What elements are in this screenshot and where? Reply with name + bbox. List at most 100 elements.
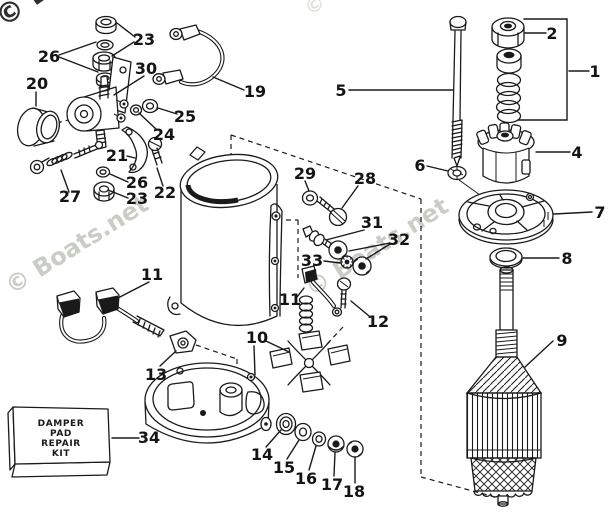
callout-26-top: 26	[38, 41, 99, 73]
callout-6-label: 6	[414, 156, 425, 175]
callout-25: 25	[157, 107, 196, 126]
callout-11-right-label: 11	[279, 290, 301, 309]
callout-23-top: 23	[111, 22, 155, 57]
callout-5-label: 5	[335, 81, 346, 100]
brush-holder	[169, 330, 197, 354]
callout-9: 9	[524, 331, 568, 368]
callout-25-label: 25	[174, 107, 196, 126]
callout-2-label: 2	[546, 24, 557, 43]
callout-23-bottom-label: 23	[126, 189, 148, 208]
callout-13-label: 13	[145, 365, 167, 384]
thru-bolt	[449, 15, 467, 167]
callout-32-label: 32	[388, 230, 410, 249]
callout-12: 12	[350, 300, 389, 331]
callout-27: 27	[59, 169, 81, 206]
callout-26-top-label: 26	[38, 47, 60, 66]
callout-20: 20	[26, 74, 48, 107]
callout-31: 31	[325, 213, 383, 241]
callout-18-label: 18	[343, 482, 365, 501]
callout-7: 7	[553, 203, 606, 222]
callout-7-label: 7	[594, 203, 605, 222]
callout-8-label: 8	[561, 249, 572, 268]
callout-17: 17	[321, 451, 343, 494]
callout-10-label: 10	[246, 328, 268, 347]
repair-kit-box: DAMPER PAD REPAIR KIT	[7, 406, 111, 478]
brush-set	[56, 287, 165, 344]
callout-21: 21	[106, 146, 136, 165]
kit-text-line3: REPAIR	[41, 439, 81, 449]
callout-29-label: 29	[294, 164, 316, 183]
brush-plate	[269, 330, 351, 393]
callout-33: 33	[301, 251, 341, 270]
callout-2: 2	[524, 24, 558, 43]
terminal-stud-spring	[29, 140, 104, 175]
callout-14: 14	[251, 429, 282, 464]
callout-22-label: 22	[154, 183, 176, 202]
callout-4-label: 4	[571, 143, 582, 162]
callout-15: 15	[273, 439, 300, 477]
armature	[465, 266, 543, 507]
callout-1: 1	[568, 62, 601, 81]
callout-32: 32	[348, 230, 410, 260]
drive-end-housing	[458, 189, 554, 245]
callouts: 1 2 4 5 6 7 8 9 10 11 11 12 13 14 15 16 …	[26, 22, 606, 501]
nut-spacer-spring	[491, 17, 568, 124]
callout-16-label: 16	[295, 469, 317, 488]
callout-28: 28	[341, 169, 376, 209]
brush-and-screw	[298, 265, 352, 333]
callout-12-label: 12	[367, 312, 389, 331]
thrust-washer	[489, 247, 523, 269]
callout-9-label: 9	[556, 331, 567, 350]
callout-1-label: 1	[589, 62, 600, 81]
callout-13: 13	[145, 350, 177, 384]
callout-19-label: 19	[244, 82, 266, 101]
callout-24-label: 24	[153, 125, 175, 144]
callout-15-label: 15	[273, 458, 295, 477]
construction-lines	[56, 118, 507, 501]
kit-text-line4: KIT	[52, 449, 71, 459]
callout-27-label: 27	[59, 187, 81, 206]
watermark-top-right: © Boats.net	[300, 0, 427, 20]
end-cap	[144, 362, 272, 444]
callout-4: 4	[535, 143, 583, 162]
watermark-center: © Boats.net	[300, 192, 453, 302]
callout-21-label: 21	[106, 146, 128, 165]
ground-cable	[152, 24, 225, 87]
callout-26-bottom: 26	[109, 173, 148, 192]
callout-34-label: 34	[138, 428, 160, 447]
kit-text-line2: PAD	[50, 429, 72, 439]
pinion-gear	[447, 122, 535, 196]
callout-22: 22	[154, 167, 176, 202]
callout-18: 18	[343, 456, 365, 501]
callout-28-label: 28	[354, 169, 376, 188]
callout-11-left: 11	[115, 265, 163, 300]
callout-16: 16	[295, 445, 317, 488]
callout-8: 8	[522, 249, 573, 268]
terminal-hardware	[301, 190, 372, 276]
callout-29: 29	[294, 164, 316, 192]
callout-31-label: 31	[361, 213, 383, 232]
callout-33-label: 33	[301, 251, 323, 270]
callout-30: 30	[113, 59, 157, 96]
callout-30-label: 30	[135, 59, 157, 78]
callout-19: 19	[212, 76, 266, 101]
end-cap-ring	[16, 107, 61, 147]
kit-text-line1: DAMPER	[38, 419, 85, 429]
starter-frame	[167, 146, 283, 327]
callout-20-label: 20	[26, 74, 48, 93]
watermark-top-left: © Boats.net	[0, 0, 164, 34]
callout-10: 10	[246, 328, 290, 376]
callout-6: 6	[414, 156, 449, 175]
washer-row	[275, 412, 364, 458]
callout-34: 34	[111, 428, 160, 447]
solenoid	[66, 56, 132, 150]
callout-23-top-label: 23	[133, 30, 155, 49]
callout-23-bottom: 23	[107, 189, 148, 208]
callout-17-label: 17	[321, 475, 343, 494]
callout-11-left-label: 11	[141, 265, 163, 284]
callout-14-label: 14	[251, 445, 273, 464]
callout-26-bottom-label: 26	[126, 173, 148, 192]
callout-11-right: 11	[279, 287, 305, 309]
